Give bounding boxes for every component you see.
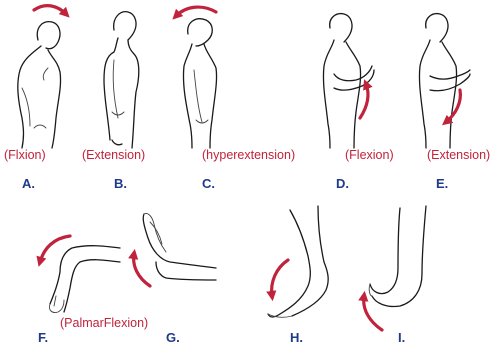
caption-e: (Extension)	[427, 148, 490, 162]
letter-b: B.	[114, 176, 127, 191]
figure-d-elbow-flexion	[323, 14, 374, 148]
caption-a: (Flxion)	[4, 148, 46, 162]
figure-h-foot	[268, 206, 328, 317]
arrow-d	[360, 84, 368, 118]
letter-g: G.	[166, 330, 180, 345]
arrow-g	[134, 254, 150, 286]
caption-fg: (PalmarFlexion)	[60, 316, 148, 330]
figure-a-neck-flexion	[18, 22, 61, 148]
letter-i: I.	[398, 330, 405, 345]
letter-e: E.	[436, 176, 448, 191]
caption-b: (Extension)	[82, 148, 145, 162]
arrow-a	[34, 6, 66, 14]
caption-d: (Flexion)	[345, 148, 394, 162]
letter-c: C.	[202, 176, 215, 191]
letter-d: D.	[336, 176, 349, 191]
letter-h: H.	[290, 330, 303, 345]
figure-e-elbow-extension	[419, 14, 470, 148]
figure-b-neck-extension	[104, 12, 139, 148]
letter-a: A.	[22, 176, 35, 191]
arrow-i	[364, 296, 382, 330]
figure-g-palm	[143, 213, 216, 280]
figure-c-neck-hyperextension	[183, 19, 216, 148]
arrow-h	[272, 260, 288, 296]
letter-f: F.	[38, 330, 48, 345]
figure-f-wrist	[49, 246, 120, 313]
arrow-c	[176, 7, 216, 16]
figure-i-foot	[369, 206, 426, 307]
arrow-f	[40, 236, 70, 262]
caption-c: (hyperextension)	[202, 148, 295, 162]
